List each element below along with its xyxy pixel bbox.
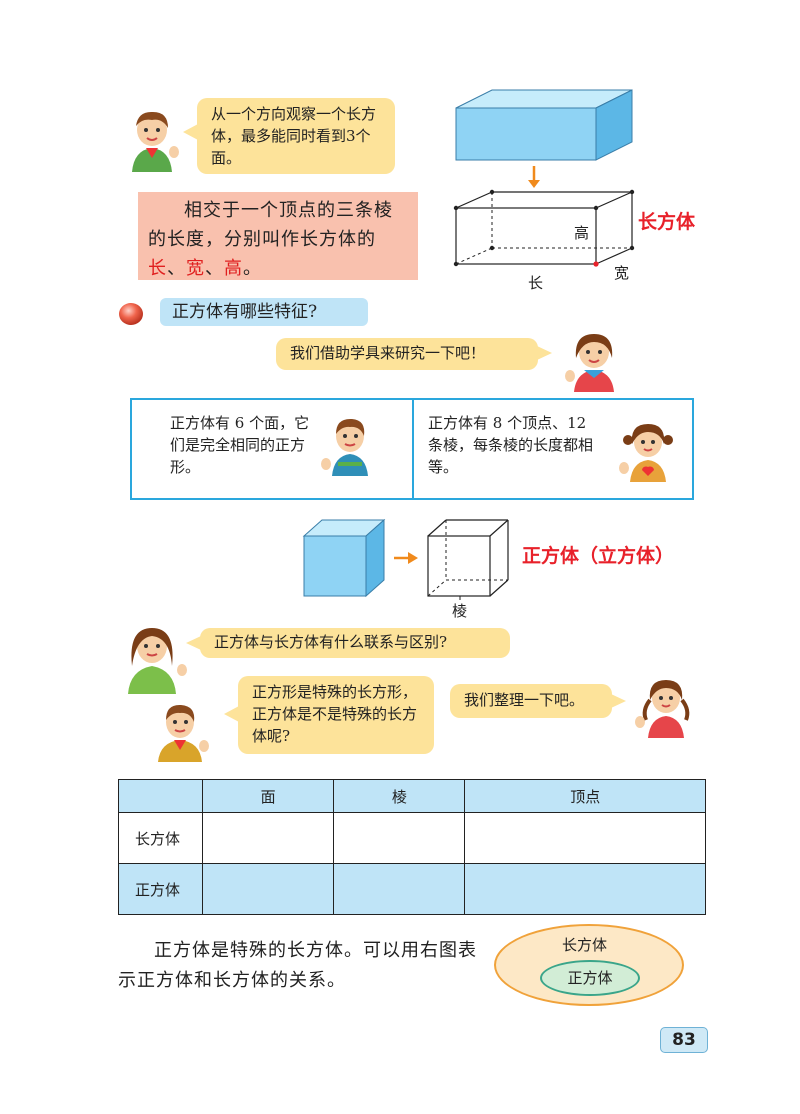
period: 。 bbox=[243, 258, 262, 279]
girl-avatar bbox=[128, 628, 187, 694]
organize-speech-text: 我们整理一下吧。 bbox=[464, 691, 585, 709]
table-header-cell: 顶点 bbox=[464, 779, 706, 813]
boy-avatar bbox=[158, 704, 209, 762]
cuboid-wireframe bbox=[455, 191, 633, 265]
cube-wireframe bbox=[427, 519, 509, 597]
question-text: 正方体有哪些特征? bbox=[172, 302, 318, 322]
venn-inner-label: 正方体 bbox=[567, 969, 613, 987]
table-row-header: 长方体 bbox=[118, 812, 203, 864]
page-number: 83 bbox=[660, 1027, 708, 1053]
venn-outer-label: 长方体 bbox=[562, 936, 608, 954]
intro-speech-text: 从一个方向观察一个长方体，最多能同时看到3个面。 bbox=[211, 105, 377, 167]
intro-speech-bubble: 从一个方向观察一个长方体，最多能同时看到3个面。 bbox=[183, 98, 395, 174]
cuboid-vertices bbox=[453, 189, 635, 267]
question-banner: 正方体有哪些特征? bbox=[160, 298, 368, 326]
venn-inner: 正方体 bbox=[540, 960, 640, 996]
conclusion-text: 正方体是特殊的长方体。可以用右图表示正方体和长方体的关系。 bbox=[118, 940, 477, 991]
cube-name-label: 正方体（立方体） bbox=[522, 545, 675, 567]
relation-speech-bubble: 正方体与长方体有什么联系与区别? bbox=[186, 628, 510, 658]
table-header-cell: 棱 bbox=[333, 779, 466, 813]
cube-front-face bbox=[303, 535, 367, 597]
table-cell[interactable] bbox=[464, 812, 706, 864]
boy-avatar bbox=[321, 418, 368, 476]
separator: 、 bbox=[205, 258, 224, 279]
cuboid-length-label: 长 bbox=[528, 274, 544, 292]
cuboid-name-label: 长方体 bbox=[638, 211, 696, 233]
table-cell[interactable] bbox=[333, 812, 466, 864]
cube-hidden-edges bbox=[427, 520, 508, 597]
girl-avatar bbox=[619, 424, 673, 482]
organize-speech-bubble: 我们整理一下吧。 bbox=[450, 684, 626, 718]
red-ball-icon bbox=[119, 303, 143, 325]
cuboid-width-label: 宽 bbox=[614, 264, 630, 282]
tools-speech-text: 我们借助学具来研究一下吧！ bbox=[290, 344, 486, 362]
girl-avatar bbox=[565, 334, 614, 392]
venn-outer: 长方体 正方体 bbox=[494, 924, 684, 1006]
term-width: 宽 bbox=[186, 258, 205, 279]
table-cell[interactable] bbox=[201, 863, 335, 915]
definition-text: 相交于一个顶点的三条棱的长度，分别叫作长方体的 bbox=[148, 200, 393, 250]
table-header-row: 面 棱 顶点 bbox=[118, 779, 706, 813]
special-speech-bubble: 正方形是特殊的长方形，正方体是不是特殊的长方体呢? bbox=[224, 676, 434, 754]
cuboid-front-face bbox=[455, 107, 597, 161]
table-cell[interactable] bbox=[201, 812, 335, 864]
table-row: 长方体 bbox=[118, 812, 706, 864]
table-header-cell: 面 bbox=[201, 779, 335, 813]
cuboid-hidden-edges bbox=[455, 192, 632, 265]
relation-speech-text: 正方体与长方体有什么联系与区别? bbox=[214, 633, 448, 651]
right-arrow bbox=[408, 552, 418, 564]
cube-edge-label: 棱 bbox=[452, 602, 468, 620]
special-speech-text: 正方形是特殊的长方形，正方体是不是特殊的长方体呢? bbox=[252, 683, 418, 745]
comparison-table: 面 棱 顶点 长方体 正方体 bbox=[118, 779, 706, 915]
cuboid-diagram bbox=[453, 89, 635, 267]
term-length: 长 bbox=[148, 258, 167, 279]
faces-feature-text: 正方体有 6 个面，它们是完全相同的正方形。 bbox=[170, 414, 310, 476]
features-divider bbox=[412, 400, 414, 498]
table-row-header: 正方体 bbox=[118, 863, 203, 915]
definition-box: 相交于一个顶点的三条棱的长度，分别叫作长方体的长、宽、高。 bbox=[138, 192, 418, 280]
table-cell[interactable] bbox=[464, 863, 706, 915]
table-row: 正方体 bbox=[118, 863, 706, 915]
features-box: 正方体有 6 个面，它们是完全相同的正方形。 正方体有 8 个顶点、12 条棱，… bbox=[130, 398, 694, 500]
boy-avatar bbox=[132, 111, 179, 172]
table-cell[interactable] bbox=[333, 863, 466, 915]
table-header-cell bbox=[118, 779, 203, 813]
cuboid-height-label: 高 bbox=[574, 224, 590, 242]
down-arrow bbox=[528, 180, 540, 188]
cube-diagram bbox=[302, 518, 509, 600]
separator: 、 bbox=[167, 258, 186, 279]
tools-speech-bubble: 我们借助学具来研究一下吧！ bbox=[276, 338, 552, 370]
term-height: 高 bbox=[224, 258, 243, 279]
girl-avatar bbox=[635, 680, 690, 738]
vertices-edges-feature-text: 正方体有 8 个顶点、12 条棱，每条棱的长度都相等。 bbox=[428, 414, 594, 476]
